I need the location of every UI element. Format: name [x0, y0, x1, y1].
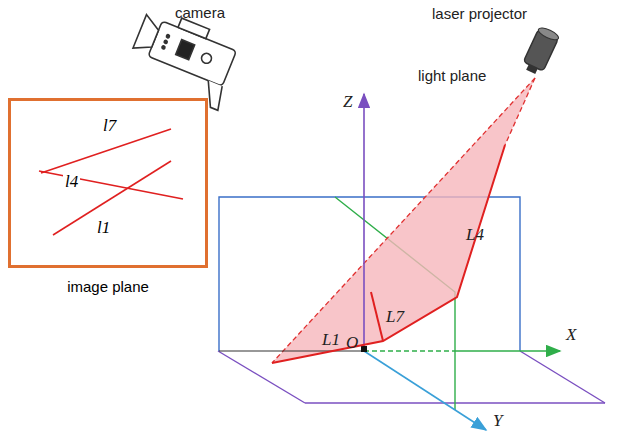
light-plane-edge	[505, 78, 535, 145]
axis-label: Z	[343, 93, 352, 110]
panel-title: image plane	[67, 279, 149, 294]
laser-line	[272, 145, 505, 363]
origin-label: O	[346, 334, 358, 351]
line-label: l7	[101, 117, 118, 134]
image-plane-box: l7l4l1image plane	[8, 98, 208, 268]
camera-label: camera	[175, 5, 225, 20]
plane-label: light plane	[418, 68, 486, 83]
x-axis	[364, 350, 455, 352]
x-axis-back	[219, 350, 364, 351]
laser-projector-icon	[521, 26, 560, 77]
line-label: L7	[386, 308, 404, 325]
device-label: laser projector	[432, 6, 527, 21]
line-label: l1	[95, 219, 112, 236]
origin-mark	[361, 346, 367, 352]
y-axis	[364, 351, 486, 430]
image-line	[41, 129, 171, 173]
axis-label: Y	[493, 412, 502, 429]
camera-icon	[123, 5, 245, 110]
light-plane	[272, 78, 535, 363]
z-axis	[363, 94, 365, 351]
axis-label: X	[566, 326, 576, 343]
line-label: L1	[322, 331, 340, 348]
laser-line	[371, 292, 383, 341]
line-label: l4	[63, 173, 80, 190]
line-label: L4	[466, 226, 484, 243]
light-plane-edge	[272, 78, 535, 363]
x-axis	[455, 350, 560, 352]
image-line	[53, 161, 171, 235]
image-line	[39, 171, 183, 199]
